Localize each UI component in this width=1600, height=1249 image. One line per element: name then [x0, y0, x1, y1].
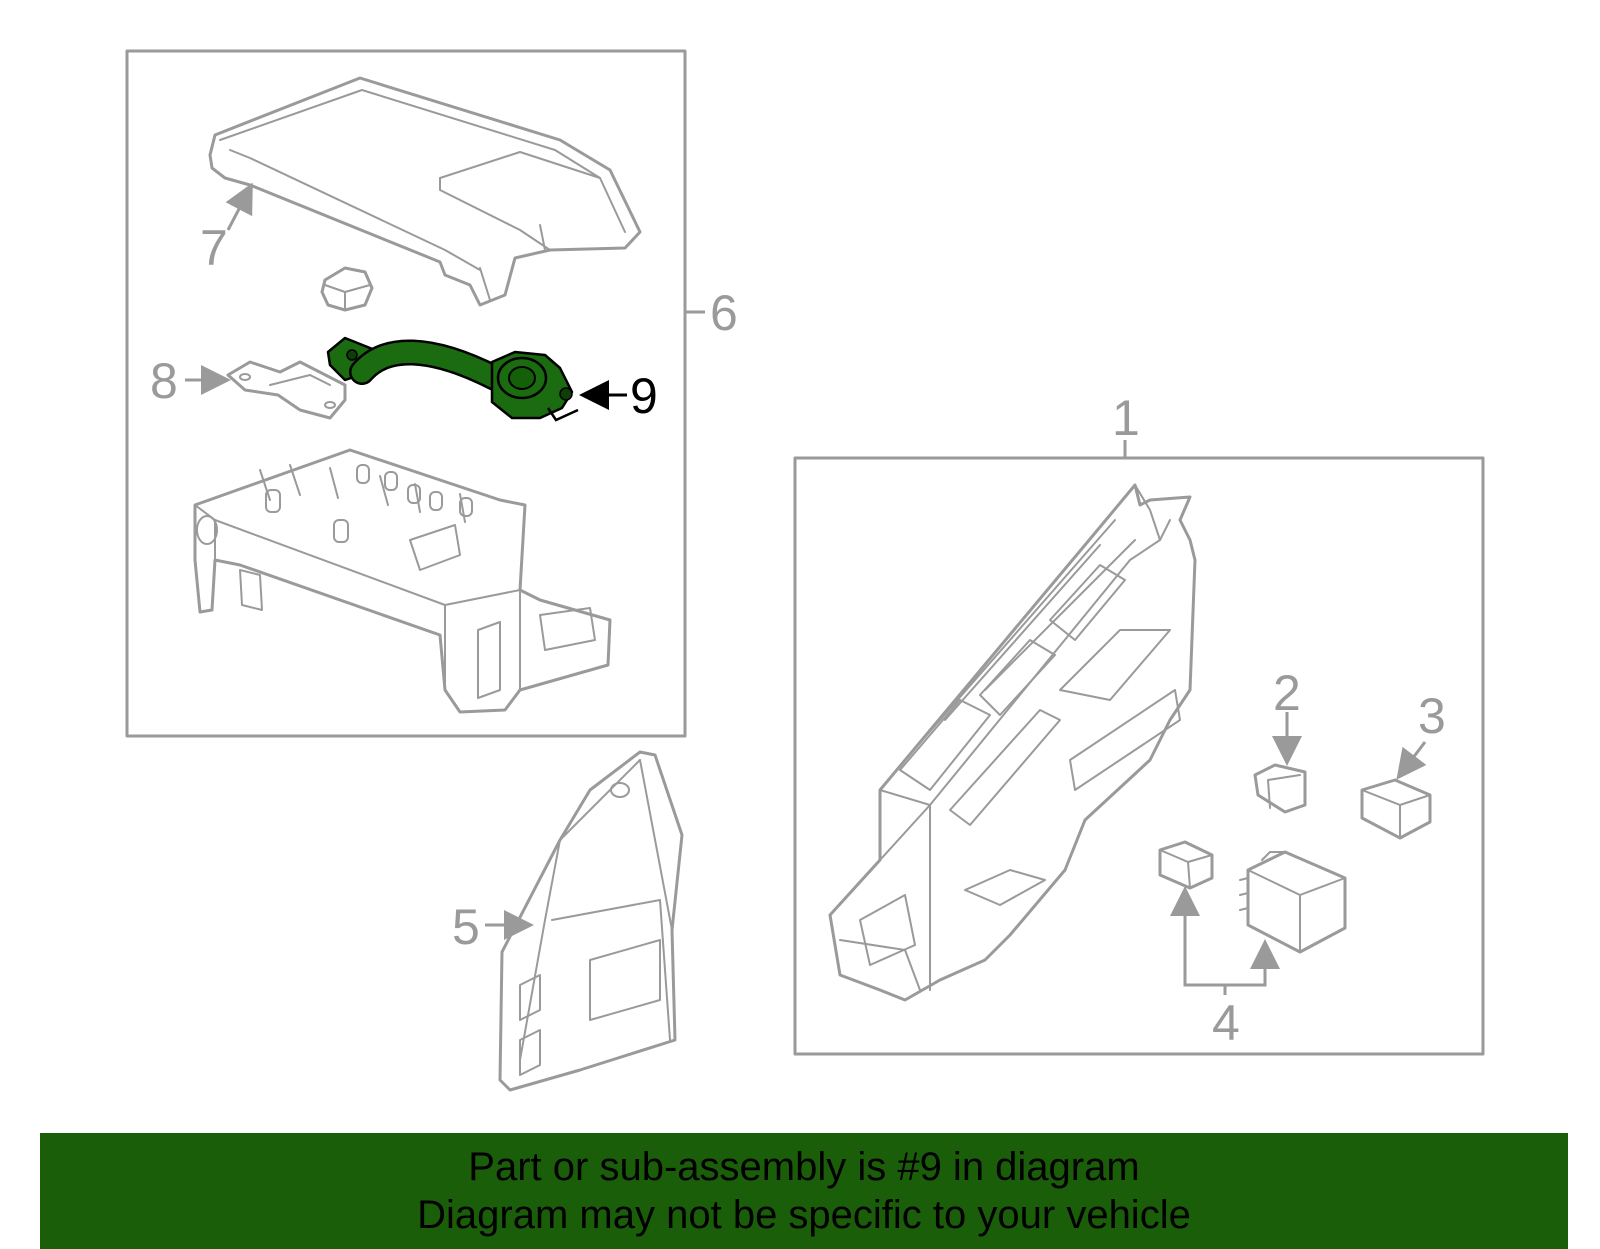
callout-9[interactable]: 9 — [630, 368, 658, 424]
callout-1: 1 — [1112, 390, 1140, 446]
part-4-large-relay[interactable] — [1239, 850, 1347, 954]
callout-5: 5 — [452, 899, 480, 955]
info-banner: Part or sub-assembly is #9 in diagram Di… — [40, 1133, 1568, 1249]
leader-3 — [1396, 741, 1427, 780]
part-3-relay[interactable] — [1360, 778, 1432, 840]
part-4-small-relay[interactable] — [1158, 840, 1214, 890]
callout-3: 3 — [1418, 688, 1446, 744]
leader-7 — [225, 182, 253, 231]
part-9-battery-cable[interactable] — [326, 336, 579, 422]
callout-7: 7 — [200, 220, 228, 276]
nut — [320, 266, 374, 312]
part-5-panel[interactable] — [498, 750, 684, 1092]
part-7-cover[interactable] — [208, 76, 642, 307]
banner-line-2: Diagram may not be specific to your vehi… — [417, 1193, 1191, 1237]
part-1-junction-block[interactable] — [828, 483, 1197, 1002]
part-6-fuse-block-base[interactable] — [193, 448, 612, 714]
part-8-plate[interactable] — [226, 360, 347, 420]
callout-6: 6 — [710, 285, 738, 341]
callout-2: 2 — [1273, 665, 1301, 721]
callout-4: 4 — [1212, 995, 1240, 1051]
callout-8: 8 — [150, 353, 178, 409]
banner-line-1: Part or sub-assembly is #9 in diagram — [468, 1145, 1140, 1189]
assembly-1-frame — [793, 456, 1485, 1056]
assembly-6-frame — [125, 49, 687, 738]
part-2-relay[interactable] — [1253, 763, 1307, 814]
